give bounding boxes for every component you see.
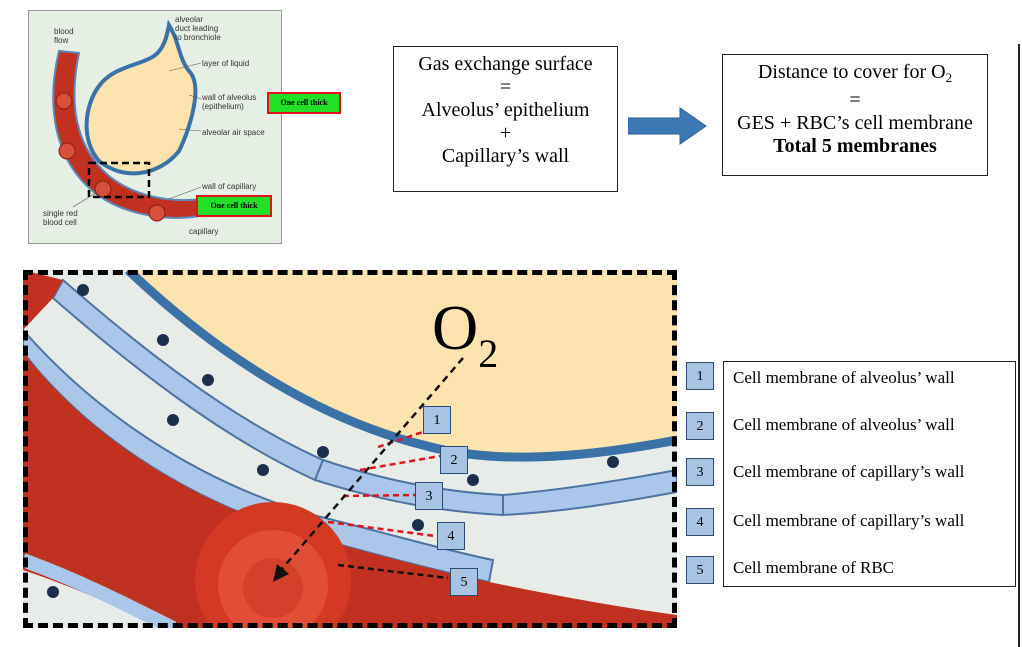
label-alveolar-air-space: alveolar air space — [202, 128, 265, 137]
marker-2: 2 — [440, 446, 468, 474]
zoom-selection-box — [87, 161, 151, 199]
distance-total: Total 5 membranes — [773, 135, 937, 157]
zoom-dashed-frame — [23, 270, 677, 628]
o2-diffusion-arrow — [280, 357, 464, 571]
label-alveolar-duct: alveolar duct leading to bronchiole — [175, 15, 221, 42]
legend-num-4: 4 — [686, 508, 714, 536]
label-wall-of-capillary: wall of capillary — [202, 182, 257, 191]
rbc-2 — [58, 142, 76, 160]
distance-title: Distance to cover for O2 — [757, 61, 953, 85]
page-divider-line — [1018, 44, 1020, 647]
alveolus-shape — [84, 19, 198, 176]
legend-item-2: Cell membrane of alveolus’ wall — [733, 415, 955, 434]
alveolus-epithelium-line — [124, 270, 677, 462]
ges-title: Gas exchange surface — [418, 53, 593, 75]
distance-box: Distance to cover for O2 = GES + RBC’s c… — [722, 54, 988, 176]
legend-item-4: Cell membrane of capillary’s wall — [733, 511, 965, 530]
marker-5: 5 — [450, 568, 478, 596]
alveolar-air-space — [128, 270, 677, 458]
legend-num-2: 2 — [686, 412, 714, 440]
distance-equals: = — [849, 89, 861, 111]
marker-1: 1 — [423, 406, 451, 434]
rbc-1 — [55, 92, 73, 110]
epithelial-cells — [51, 278, 677, 517]
marker-3: 3 — [415, 482, 443, 510]
cell-nuclei — [47, 284, 619, 598]
ges-plus: + — [499, 122, 512, 144]
right-arrow-icon — [628, 107, 707, 145]
ges-equals: = — [499, 76, 512, 98]
legend-item-5: Cell membrane of RBC — [733, 558, 895, 577]
label-capillary: capillary — [189, 227, 219, 236]
distance-ges-rbc: GES + RBC’s cell membrane — [737, 112, 973, 134]
legend-item-1: Cell membrane of alveolus’ wall — [733, 368, 955, 387]
o2-label: O2 — [432, 292, 499, 377]
zoomed-membrane-illustration — [23, 270, 677, 628]
inset-illustration — [52, 19, 203, 222]
legend-box — [723, 361, 1016, 587]
marker-4: 4 — [437, 522, 465, 550]
badge-one-cell-thick-capillary: One cell thick — [196, 195, 272, 217]
legend-num-1: 1 — [686, 362, 714, 390]
rbc-4 — [148, 204, 166, 222]
legend-num-5: 5 — [686, 556, 714, 584]
label-layer-of-liquid: layer of liquid — [202, 59, 250, 68]
label-blood-flow: blood flow — [54, 27, 74, 45]
label-single-rbc: single red blood cell — [43, 209, 78, 227]
membrane-leader-lines — [327, 430, 441, 538]
ges-capillary-wall: Capillary’s wall — [441, 145, 570, 167]
legend-item-3: Cell membrane of capillary’s wall — [733, 462, 965, 481]
label-wall-of-alveolus: wall of alveolus (epithelium) — [202, 93, 257, 111]
badge-one-cell-thick-alveolus: One cell thick — [267, 92, 341, 114]
ges-alveolus-epithelium: Alveolus’ epithelium — [421, 99, 590, 121]
gas-exchange-surface-box: Gas exchange surface = Alveolus’ epithel… — [393, 46, 618, 192]
blood-plasma — [23, 352, 677, 628]
inset-diagram: blood flow alveolar duct leading to bron… — [28, 10, 282, 244]
rbc-3 — [94, 180, 112, 198]
legend-num-3: 3 — [686, 458, 714, 486]
